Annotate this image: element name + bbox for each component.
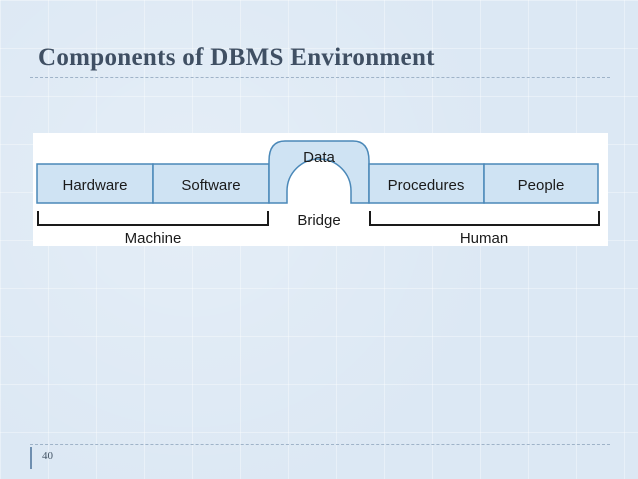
diagram-svg: Hardware Software Data Procedures People… [36,140,600,247]
box-procedures-label: Procedures [388,177,465,194]
data-arch-label: Data [303,149,335,166]
dbms-environment-diagram: Hardware Software Data Procedures People… [33,133,608,247]
box-hardware [36,163,154,204]
human-label: Human [460,230,508,246]
machine-bracket [37,211,269,226]
machine-label: Machine [125,230,182,246]
footer-accent-bar [30,447,32,469]
footer-divider [30,444,610,445]
bridge-label: Bridge [297,212,340,229]
human-bracket [369,211,600,226]
data-arch [268,140,370,204]
slide-title: Components of DBMS Environment [38,44,435,71]
box-hardware-label: Hardware [62,177,127,194]
box-software-label: Software [181,177,240,194]
box-people [483,163,599,204]
box-people-label: People [518,177,565,194]
title-divider [30,77,610,78]
page-number: 40 [42,450,53,462]
box-software [152,163,270,204]
